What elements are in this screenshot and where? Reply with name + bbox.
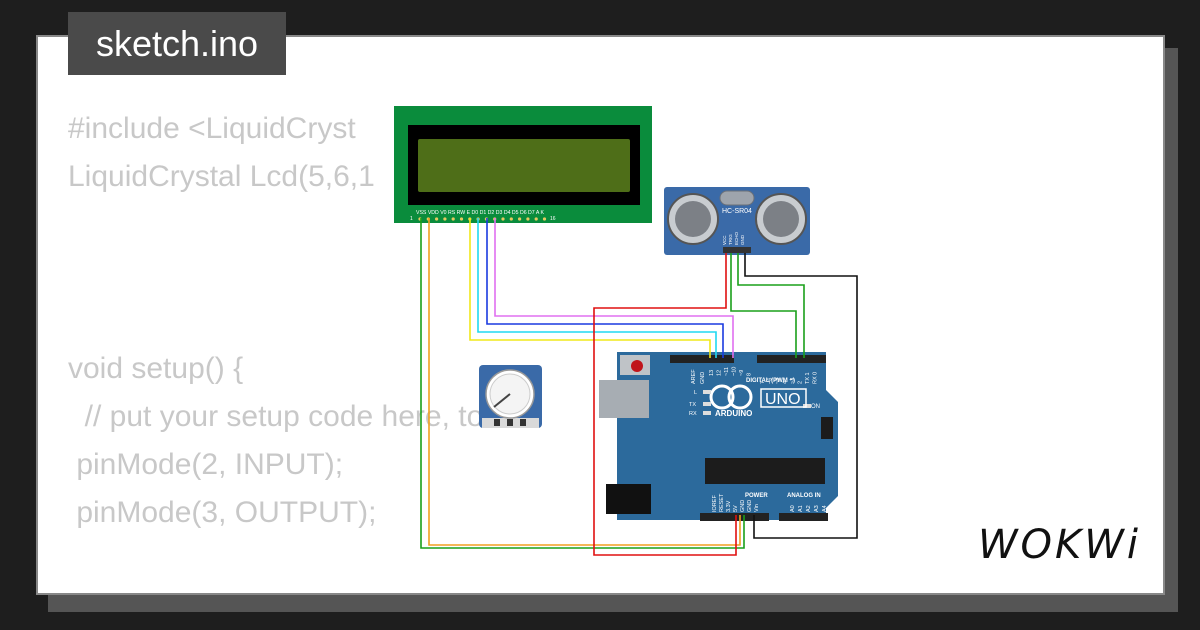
code-editor: #include <LiquidCryst LiquidCrystal Lcd(… bbox=[68, 112, 535, 593]
arduino-digital-pin-label: RX 0 bbox=[813, 372, 819, 384]
arduino-digital-pin-label: ~3 bbox=[790, 378, 796, 384]
arduino-analog-pin-label: A0 bbox=[790, 505, 796, 512]
wire-vcc-5v bbox=[593, 253, 737, 556]
arduino-uno-board[interactable]: UNO ARDUINO DIGITAL (PWM ~) ON L TX RX P… bbox=[599, 352, 838, 521]
arduino-power-pin-label: 5V bbox=[733, 505, 739, 512]
arduino-power-label: POWER bbox=[745, 493, 768, 499]
arduino-analog-pin-label: A1 bbox=[798, 505, 804, 512]
arduino-digital-pin-label: 8 bbox=[747, 373, 753, 376]
wire-vdd-5v bbox=[428, 218, 741, 546]
arduino-analog-pin-label: A3 bbox=[814, 505, 820, 512]
arduino-digital-pin-label: 12 bbox=[717, 370, 723, 376]
arduino-analog-pin-label: A2 bbox=[806, 505, 812, 512]
arduino-digital-label: DIGITAL (PWM ~) bbox=[746, 378, 795, 384]
lcd-pin[interactable] bbox=[443, 217, 447, 221]
arduino-digital-pin-label: 4 bbox=[783, 381, 789, 384]
arduino-analog-pin-label: A4 bbox=[822, 505, 828, 512]
lcd-pin[interactable] bbox=[542, 217, 547, 221]
wire-e-pin11 bbox=[477, 218, 717, 358]
potentiometer[interactable] bbox=[479, 365, 542, 428]
arduino-digital-pin-label: 13 bbox=[709, 370, 715, 376]
sensor-pin-trig: TRIG bbox=[728, 234, 733, 245]
wire-vss-gnd bbox=[420, 218, 745, 549]
arduino-digital-pin-label: ~5 bbox=[775, 378, 781, 384]
wire-d4-pin10 bbox=[486, 218, 724, 358]
wires bbox=[420, 218, 858, 556]
arduino-digital-pin-label: ~10 bbox=[732, 367, 738, 376]
lcd-pin[interactable] bbox=[518, 217, 522, 221]
arduino-digital-pin-label: ~11 bbox=[724, 367, 730, 376]
lcd-pin[interactable] bbox=[501, 217, 505, 221]
lcd-pin[interactable] bbox=[534, 217, 538, 221]
lcd-pin[interactable] bbox=[451, 217, 455, 221]
sensor-pin-echo: ECHO bbox=[734, 231, 739, 245]
arduino-top-pin-label: AREF bbox=[691, 369, 697, 384]
arduino-on-label: ON bbox=[811, 404, 820, 410]
arduino-led-rx: RX bbox=[689, 411, 697, 417]
ultrasonic-sensor[interactable]: HC-SR04 VCC TRIG ECHO GND bbox=[664, 187, 810, 255]
arduino-power-pin-label: Vin bbox=[754, 504, 760, 512]
arduino-model: UNO bbox=[765, 391, 801, 408]
sensor-pin-gnd: GND bbox=[740, 234, 745, 245]
arduino-led-l: L bbox=[694, 390, 697, 396]
arduino-digital-pin-label: ~9 bbox=[739, 370, 745, 376]
arduino-power-pin-label: 3.3V bbox=[726, 500, 732, 512]
arduino-digital-pin-label: ~6 bbox=[768, 378, 774, 384]
wire-d5-pin9 bbox=[494, 218, 734, 358]
arduino-digital-pin-label: 7 bbox=[760, 381, 766, 384]
arduino-brand: ARDUINO bbox=[715, 409, 752, 418]
lcd-pin-last: 16 bbox=[550, 216, 556, 222]
wire-echo-pin2 bbox=[737, 253, 805, 358]
wokwi-logo: WOKWi bbox=[978, 522, 1141, 568]
arduino-analog-pin-label: A5 bbox=[830, 505, 836, 512]
lcd-pin[interactable] bbox=[459, 217, 464, 221]
arduino-power-pin-label: GND bbox=[747, 500, 753, 512]
lcd-pin-labels: VSS VDD V0 RS RW E D0 D1 D2 D3 D4 D5 D6 … bbox=[416, 210, 544, 216]
arduino-digital-pin-label: 2 bbox=[798, 381, 804, 384]
arduino-digital-pin-label: TX 1 bbox=[805, 372, 811, 384]
wire-rs-pin12 bbox=[469, 218, 711, 358]
arduino-led-tx: TX bbox=[689, 402, 696, 408]
file-tab-sketch[interactable]: sketch.ino bbox=[68, 12, 286, 75]
lcd-pin[interactable] bbox=[509, 217, 513, 221]
lcd-pin[interactable] bbox=[526, 217, 530, 221]
sensor-model: HC-SR04 bbox=[722, 208, 752, 215]
arduino-top-pin-label: GND bbox=[700, 372, 706, 384]
lcd-pin[interactable] bbox=[435, 217, 439, 221]
arduino-power-pin-label: GND bbox=[740, 500, 746, 512]
arduino-power-pin-label: IOREF bbox=[712, 495, 718, 512]
wire-gnd-gnd bbox=[744, 253, 858, 539]
lcd-pin-first: 1 bbox=[410, 216, 413, 222]
arduino-power-pin-label: RESET bbox=[719, 493, 725, 512]
wire-trig-pin3 bbox=[730, 253, 797, 358]
lcd-display[interactable]: VSS VDD V0 RS RW E D0 D1 D2 D3 D4 D5 D6 … bbox=[394, 106, 652, 223]
arduino-analog-label: ANALOG IN bbox=[787, 493, 821, 499]
sensor-pin-vcc: VCC bbox=[722, 235, 727, 245]
